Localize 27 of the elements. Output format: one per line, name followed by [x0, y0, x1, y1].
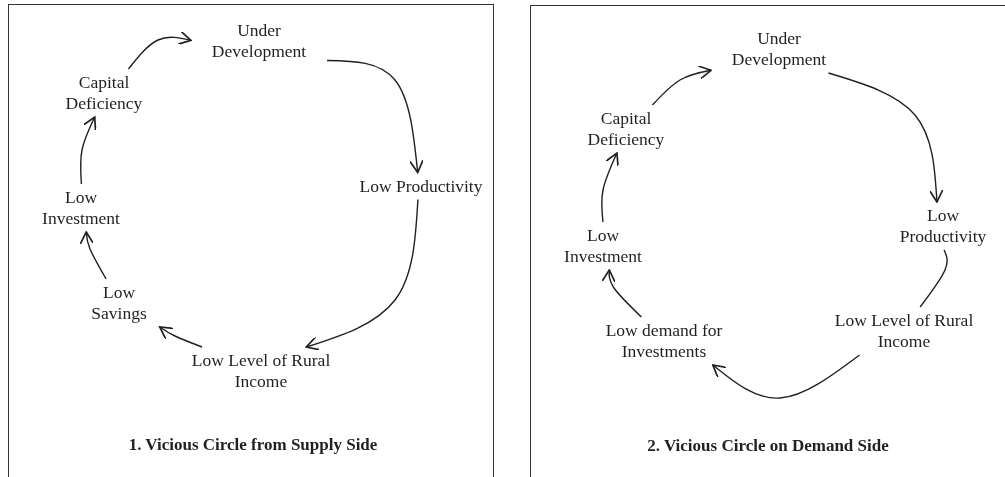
- stage-label: Low Investment: [548, 225, 658, 267]
- stage-label: Low Savings: [74, 282, 164, 324]
- arrow: [651, 65, 712, 106]
- arrow: [712, 354, 861, 399]
- panel-caption: 2. Vicious Circle on Demand Side: [647, 436, 889, 456]
- arrow: [79, 116, 97, 185]
- arrow: [158, 326, 203, 348]
- arrow: [305, 198, 419, 351]
- stage-label: Low Level of Rural Income: [834, 310, 974, 352]
- arrow: [827, 72, 944, 203]
- arrow: [601, 269, 643, 318]
- stage-label: Capital Deficiency: [571, 108, 681, 150]
- stage-label: Low demand for Investments: [584, 320, 744, 362]
- diagram-panel: [8, 4, 494, 477]
- arrow: [79, 231, 107, 280]
- panel-caption: 1. Vicious Circle from Supply Side: [128, 435, 378, 455]
- arrow: [326, 59, 424, 174]
- diagram-panel: [530, 5, 1005, 477]
- arrow: [127, 30, 192, 70]
- stage-label: Low Productivity: [356, 175, 486, 197]
- stage-label: Capital Deficiency: [49, 72, 159, 114]
- stage-label: Low Investment: [26, 187, 136, 229]
- stage-label: Under Development: [194, 20, 324, 62]
- arrow: [600, 152, 619, 223]
- stage-label: Low Productivity: [883, 205, 1003, 247]
- stage-label: Under Development: [714, 28, 844, 70]
- stage-label: Low Level of Rural Income: [181, 350, 341, 392]
